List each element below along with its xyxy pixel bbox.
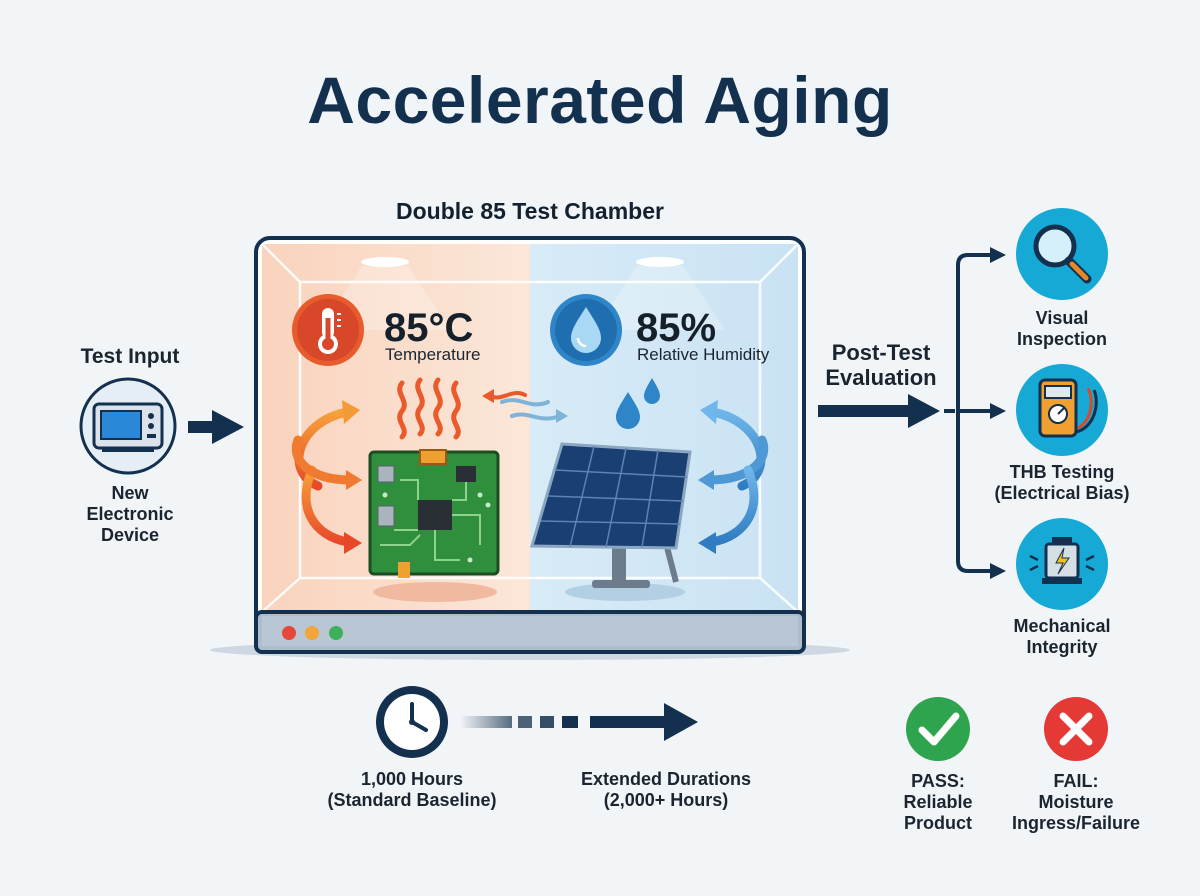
airflow-arrows [482, 389, 568, 423]
extended-duration-line-2: (2,000+ Hours) [603, 790, 729, 810]
pass-icon [906, 697, 970, 761]
humidity-value: 85% [636, 306, 717, 350]
duration-arrow [460, 703, 698, 741]
mechanical-integrity-line-1: Mechanical [1013, 616, 1111, 636]
fail-icon [1044, 697, 1108, 761]
extended-duration-label: Extended Durations (2,000+ Hours) [556, 769, 776, 811]
humidity-circulation-arrows [698, 400, 769, 554]
status-light-orange [305, 626, 319, 640]
pass-label: PASS: Reliable Product [878, 771, 998, 834]
input-device-line-3: Device [100, 525, 160, 545]
evaluation-heading: Post-Test Evaluation [806, 340, 956, 390]
fail-label: FAIL: Moisture Ingress/Failure [996, 771, 1156, 834]
clock-icon [376, 686, 448, 758]
page-title: Accelerated Aging [307, 63, 893, 137]
ceiling-light-right [636, 257, 684, 267]
humidity-drops [616, 378, 660, 429]
status-light-green [329, 626, 343, 640]
status-light-red [282, 626, 296, 640]
thb-testing-label: THB Testing (Electrical Bias) [972, 462, 1152, 504]
thb-testing-line-2: (Electrical Bias) [994, 483, 1130, 503]
fail-line-3: Ingress/Failure [1011, 813, 1141, 833]
visual-inspection-line-1: Visual [1035, 308, 1089, 328]
evaluation-bracket [944, 253, 990, 573]
thb-testing-line-1: THB Testing [1009, 462, 1115, 482]
output-arrow [818, 394, 940, 428]
visual-inspection-label: Visual Inspection [982, 308, 1142, 350]
pass-line-1: PASS: [911, 771, 965, 791]
thermometer-icon [292, 294, 364, 366]
solar-panel-icon [530, 442, 692, 601]
extended-duration-line-1: Extended Durations [580, 769, 752, 789]
visual-inspection-line-2: Inspection [1016, 329, 1107, 349]
input-device-label: New Electronic Device [60, 483, 200, 546]
input-arrow [188, 410, 244, 444]
pass-line-3: Product [903, 813, 972, 833]
test-input-heading: Test Input [80, 345, 180, 368]
temperature-label: Temperature [385, 345, 481, 364]
heat-circulation-arrows [291, 400, 362, 554]
ceiling-light-left [361, 257, 409, 267]
evaluation-heading-line-2: Evaluation [825, 365, 937, 390]
standard-duration-line-1: 1,000 Hours [360, 769, 464, 789]
standard-duration-label: 1,000 Hours (Standard Baseline) [312, 769, 512, 811]
humidity-label: Relative Humidity [637, 345, 770, 364]
mechanical-integrity-label: Mechanical Integrity [982, 616, 1142, 658]
fail-line-1: FAIL: [1053, 771, 1099, 791]
magnifier-icon [1016, 208, 1108, 300]
fail-line-2: Moisture [1038, 792, 1114, 812]
mechanical-integrity-line-2: Integrity [1026, 637, 1098, 657]
input-device-line-2: Electronic [86, 504, 174, 524]
electronic-device-icon [79, 377, 177, 475]
input-device-line-1: New [111, 483, 149, 503]
temperature-value: 85°C [384, 306, 474, 350]
standard-duration-line-2: (Standard Baseline) [327, 790, 497, 810]
evaluation-heading-line-1: Post-Test [831, 340, 931, 365]
pass-line-2: Reliable [903, 792, 973, 812]
heat-waves-icon [397, 377, 461, 440]
circuit-board-icon [368, 449, 500, 602]
multimeter-icon [1016, 364, 1108, 456]
mechanical-stress-icon [1016, 518, 1108, 610]
water-drop-icon [550, 294, 622, 366]
chamber-title: Double 85 Test Chamber [396, 198, 664, 224]
